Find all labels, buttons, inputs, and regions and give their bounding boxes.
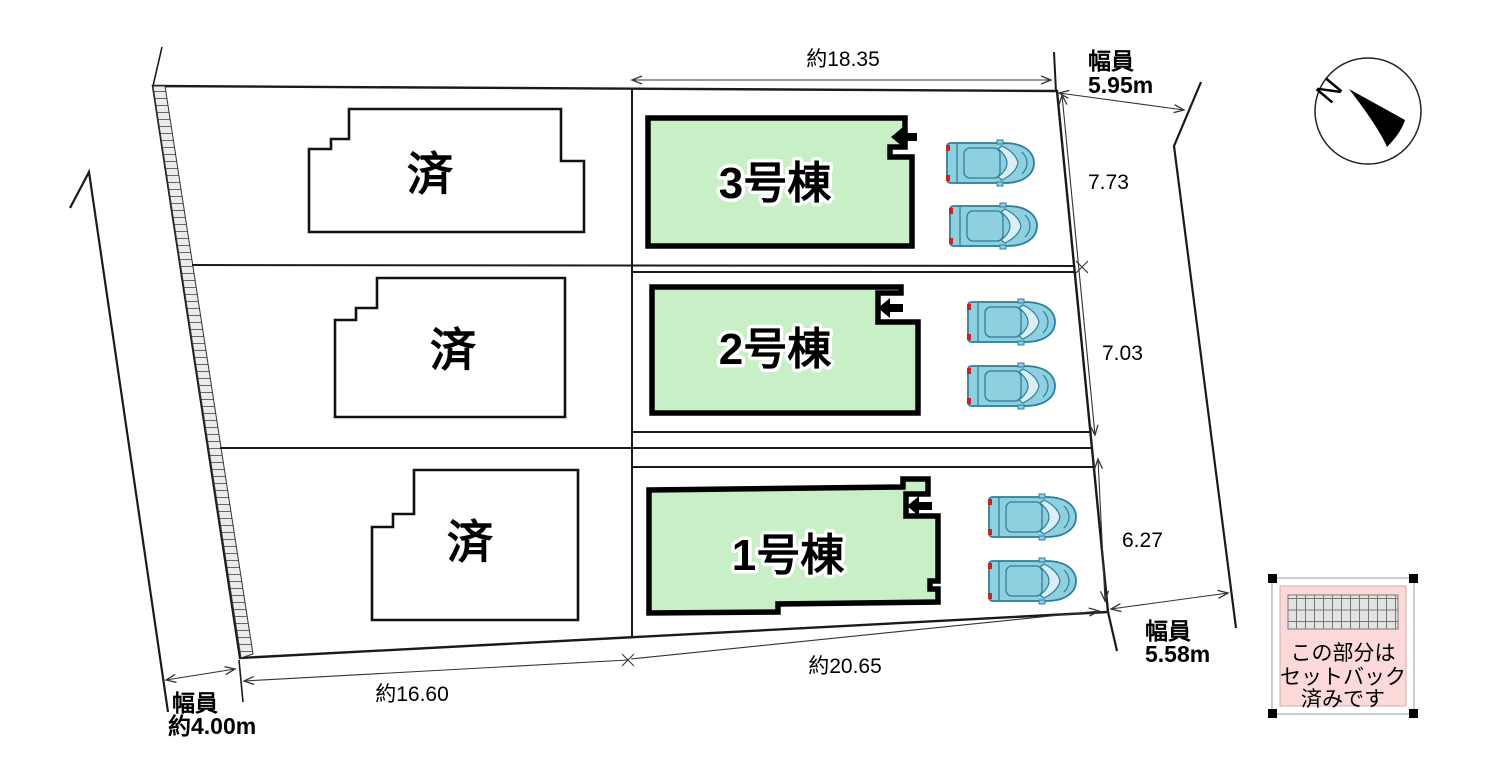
legend-handle-br [1409, 709, 1418, 718]
setback-legend: この部分は セットバック 済みです [1268, 574, 1418, 718]
road-width-line-south [1109, 589, 1230, 613]
dimension-line-right-upper [1058, 93, 1099, 437]
legend-handle-bl [1268, 709, 1277, 718]
compass-circle [1314, 57, 1422, 165]
road-edge-east [1172, 81, 1238, 629]
sold-label-top: 済 [407, 148, 454, 200]
legend-text-1: この部分は [1291, 642, 1396, 665]
road-width-label-north: 幅員 [1088, 48, 1134, 74]
north-needle-icon [1349, 89, 1405, 147]
entrance-arrow-icon-2 [878, 298, 903, 318]
legend-handle-tl [1268, 574, 1277, 583]
legend-text-3: 済みです [1301, 688, 1385, 711]
car-lot1-b [987, 557, 1077, 605]
dimension-line-bottom-main [630, 607, 1101, 660]
dimension-top-value: 約18.35 [806, 48, 880, 71]
boundary-overshoot-topleft [152, 46, 163, 87]
dimension-right-3: 6.27 [1122, 529, 1163, 552]
unit-label-3: 3号棟 [719, 159, 832, 208]
legend-hatch-sample [1287, 594, 1399, 630]
dimension-bottom-main-value: 約20.65 [808, 655, 882, 678]
building-sold-top [307, 107, 586, 234]
sold-label-bottom: 済 [447, 516, 494, 568]
building-sold-bottom [370, 468, 580, 622]
car-lot2-b [966, 362, 1056, 410]
building-unit-1 [646, 476, 941, 616]
road-edge-west [69, 168, 170, 713]
road-width-value-west: 約4.00m [168, 713, 256, 739]
dimension-right-2: 7.03 [1102, 342, 1143, 365]
building-unit-3 [645, 115, 915, 249]
unit-label-1: 1号棟 [732, 531, 845, 580]
road-width-label-south: 幅員 [1145, 618, 1191, 644]
car-lot1-a [987, 493, 1077, 541]
setback-strip [152, 85, 254, 659]
boundary-overshoot-bottomright [1106, 611, 1119, 652]
road-width-line-north [1057, 89, 1186, 114]
entrance-arrow-icon-3 [891, 127, 917, 147]
building-sold-middle [333, 276, 567, 419]
road-width-value-north: 5.95m [1088, 72, 1153, 98]
road-width-value-south: 5.58m [1145, 641, 1210, 667]
legend-text-2: セットバック [1280, 666, 1406, 689]
dimension-right-1: 7.73 [1088, 171, 1129, 194]
legend-handle-tr [1409, 574, 1418, 583]
car-lot3-b [948, 202, 1038, 250]
dimension-line-bottom-left [242, 659, 629, 686]
boundary-overshoot-topright [1053, 51, 1057, 93]
compass: N [1310, 57, 1422, 165]
road-width-line-west [164, 665, 237, 684]
entrance-arrow-icon-1 [907, 496, 932, 516]
road-width-label-west: 幅員 [172, 690, 218, 716]
boundary-overshoot-bottomleft [238, 659, 244, 703]
car-lot3-a [945, 139, 1035, 187]
unit-label-2: 2号棟 [719, 325, 832, 374]
car-lot2-a [966, 298, 1056, 346]
building-unit-2 [649, 284, 921, 416]
dimension-bottom-left-value: 約16.60 [375, 683, 449, 706]
dimension-break-x-right [1075, 260, 1089, 274]
dimension-break-x-bottom [621, 653, 635, 667]
sold-label-middle: 済 [430, 324, 477, 376]
dimension-line-right-lower [1093, 457, 1110, 603]
